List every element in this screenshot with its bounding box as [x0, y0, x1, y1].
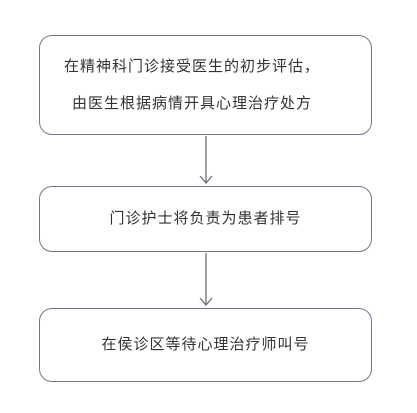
- arrow-2-head: [199, 297, 213, 306]
- step-1-text-line-2: 由医生根据病情开具心理治疗处方: [72, 94, 313, 112]
- step-1-box: 在精神科门诊接受医生的初步评估， 由医生根据病情开具心理治疗处方: [39, 35, 372, 135]
- step-3-box: 在侯诊区等待心理治疗师叫号: [39, 308, 372, 382]
- step-3-text: 在侯诊区等待心理治疗师叫号: [101, 335, 310, 354]
- arrow-2: [199, 253, 213, 306]
- step-1-text-line-1: 在精神科门诊接受医生的初步评估，: [64, 56, 321, 75]
- step-2-text: 门诊护士将负责为患者排号: [109, 209, 302, 228]
- arrow-1-head: [199, 175, 213, 184]
- step-2-box: 门诊护士将负责为患者排号: [39, 186, 372, 252]
- arrow-1: [199, 136, 213, 184]
